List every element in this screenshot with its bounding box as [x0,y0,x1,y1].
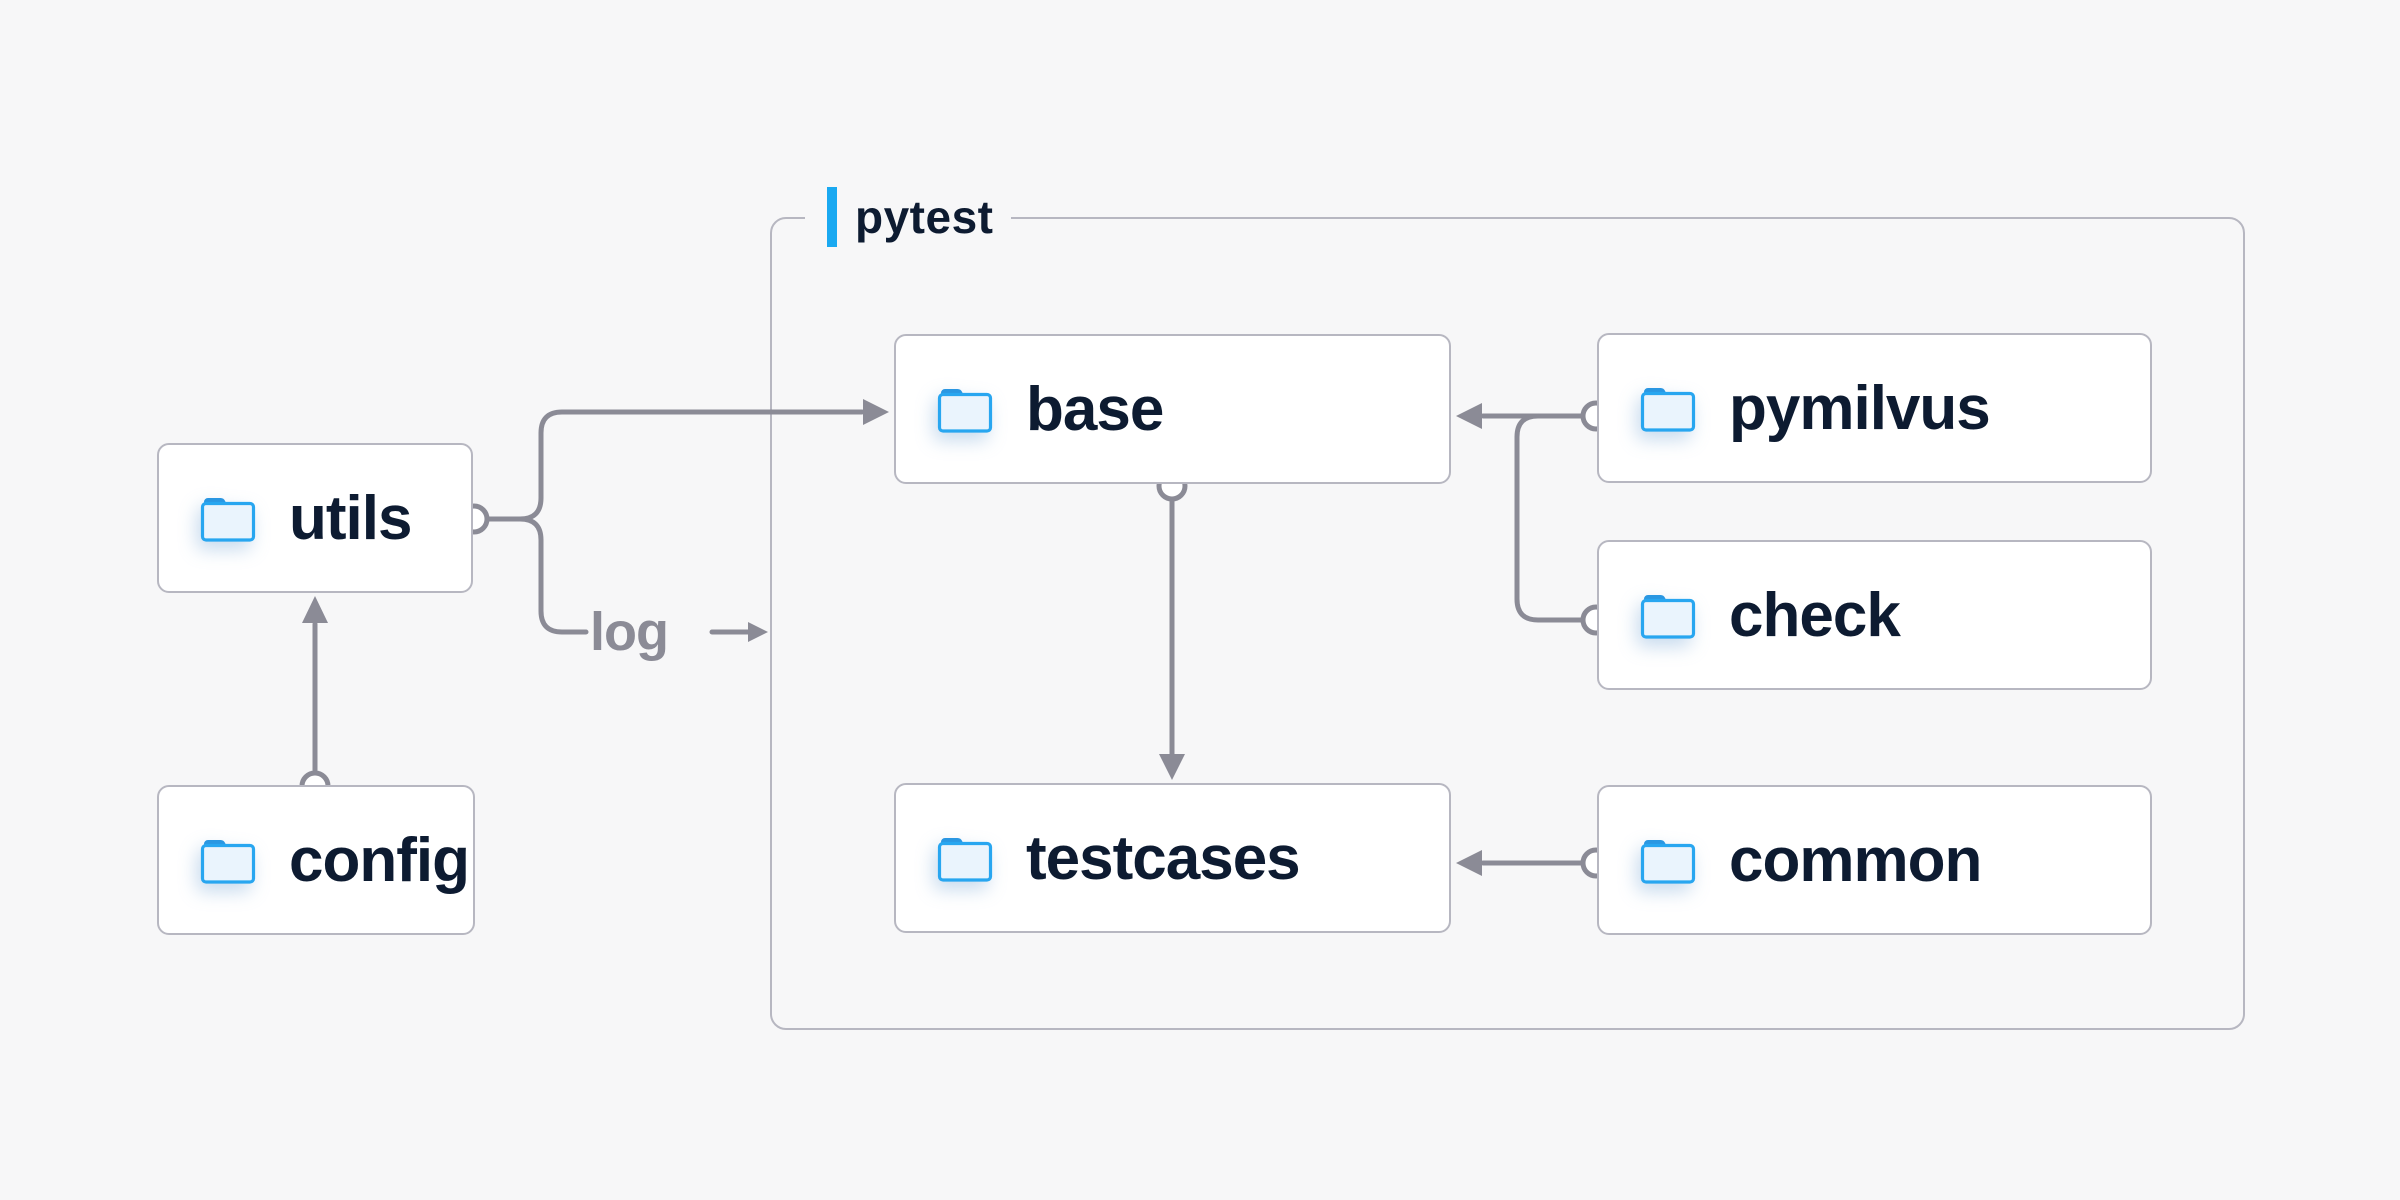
arrowhead-into-testcases-right-icon [1456,850,1482,876]
folder-icon [1640,387,1696,432]
folder-icon [937,838,993,882]
folder-icon [200,840,256,884]
node-label: base [1026,374,1164,444]
edge-log-label: log [590,602,669,662]
folder-icon [1640,840,1696,884]
folder-icon [937,388,993,433]
arrowhead-into-testcases-top-icon [1159,754,1185,780]
pytest-container-label: pytest [805,185,1012,249]
node-label: check [1729,580,1901,650]
node-pymilvus: pymilvus [1597,333,2152,483]
folder-icon [1640,595,1696,639]
folder-icon [200,497,256,542]
node-utils: utils [157,443,473,593]
node-testcases: testcases [894,783,1451,933]
arrowhead-into-base-left-icon [863,399,889,425]
node-label: pymilvus [1729,373,1991,443]
arrowhead-log-icon [748,622,768,642]
accent-bar [827,187,837,247]
node-label: common [1729,825,1982,895]
node-label: config [289,825,470,895]
arrowhead-into-utils-icon [302,596,328,623]
node-common: common [1597,785,2152,935]
node-check: check [1597,540,2152,690]
node-label: testcases [1026,823,1301,893]
node-config: config [157,785,475,935]
edge-check-branch-line [1514,413,1584,623]
container-title: pytest [855,191,994,243]
pytest-container [770,217,2245,1030]
node-label: utils [289,483,412,553]
arrowhead-into-base-right-icon [1456,403,1482,429]
edge-utils-base-line [517,409,865,522]
node-base: base [894,334,1451,484]
edge-utils-log-line [517,516,589,635]
